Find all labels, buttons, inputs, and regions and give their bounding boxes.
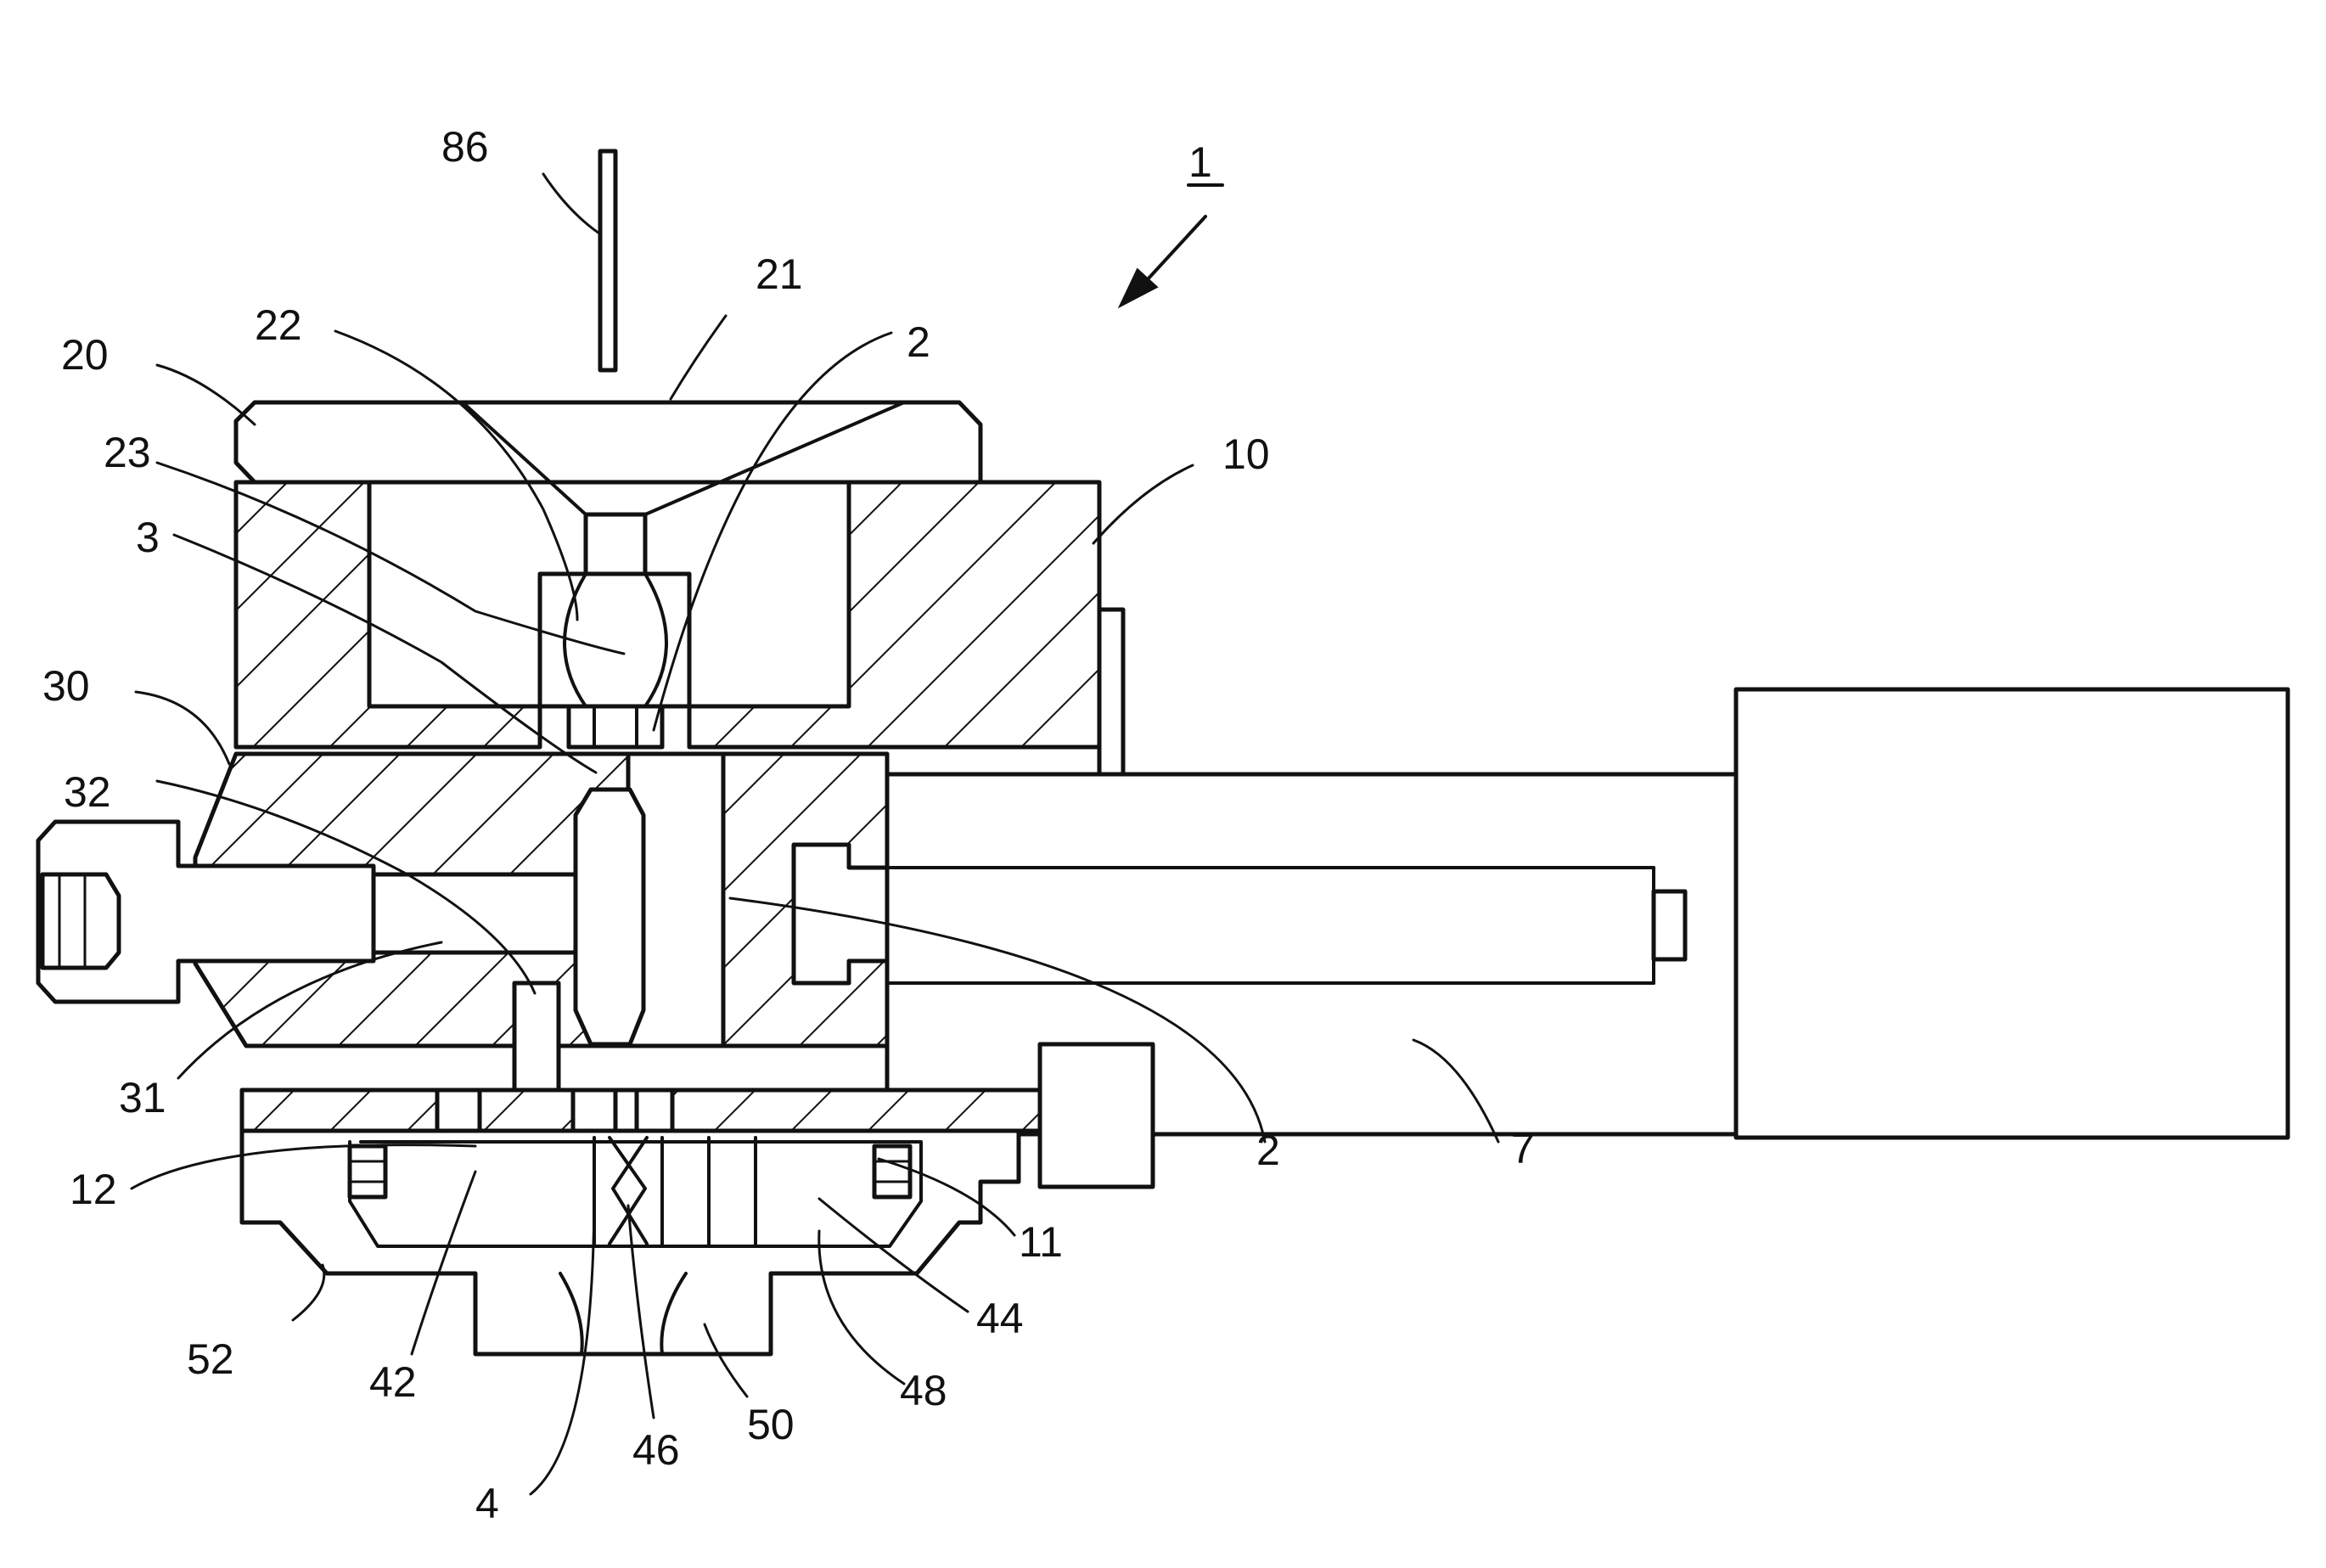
- plate-12: [242, 1090, 1133, 1131]
- label-21: 21: [756, 250, 803, 298]
- motor-housing: [1736, 689, 2288, 1138]
- label-4: 4: [475, 1480, 499, 1527]
- label-3: 3: [136, 514, 160, 561]
- label-46: 46: [632, 1426, 680, 1474]
- label-1: 1: [1188, 138, 1212, 186]
- label-42: 42: [369, 1358, 417, 1406]
- label-48: 48: [900, 1367, 947, 1414]
- label-44: 44: [976, 1295, 1024, 1342]
- assembly-arrow: [1121, 185, 1222, 306]
- label-10: 10: [1222, 430, 1270, 478]
- label-30: 30: [42, 662, 90, 710]
- label-7: 7: [1511, 1125, 1535, 1172]
- label-50: 50: [747, 1401, 795, 1448]
- label-20: 20: [61, 331, 109, 379]
- channel-31: [374, 874, 586, 953]
- label-12: 12: [70, 1166, 117, 1213]
- label-31: 31: [119, 1074, 166, 1121]
- label-22: 22: [255, 301, 302, 349]
- bracket: [1040, 1044, 1153, 1187]
- label-32: 32: [64, 768, 111, 816]
- label-52: 52: [187, 1335, 234, 1383]
- label-11: 11: [1019, 1218, 1063, 1266]
- central-chamber: [576, 754, 723, 1046]
- label-86: 86: [441, 123, 489, 171]
- label-2-right: 2: [1256, 1127, 1280, 1174]
- label-2-top: 2: [907, 318, 930, 366]
- label-23: 23: [104, 429, 151, 476]
- needle-86: [600, 151, 615, 370]
